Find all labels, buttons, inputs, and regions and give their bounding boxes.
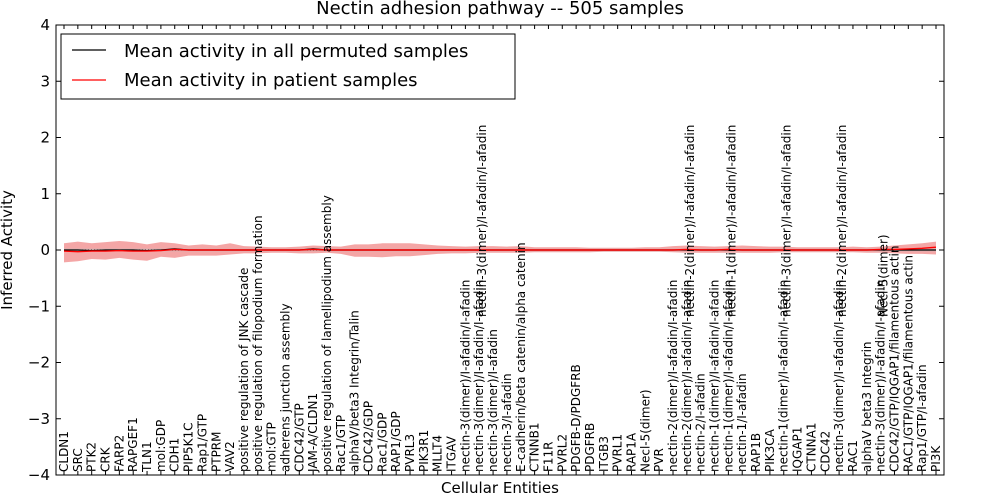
x-category-label: ITGB3: [597, 436, 611, 472]
x-category-label: CTNNA1: [804, 422, 818, 472]
y-axis-label: Inferred Activity: [0, 190, 16, 310]
x-category-label: CDC42/GTP: [292, 403, 306, 472]
x-category-label: nectin-3(dimer)/I-afadin/I-afadin: [472, 280, 486, 472]
x-category-label: F11R: [541, 441, 555, 472]
x-category-label: IQGAP1: [791, 427, 805, 472]
x-category-label: CDC42/GTP/IQGAP1/filamentous actin: [888, 246, 902, 472]
x-category-label: PDGFRB: [583, 423, 597, 472]
patient-range-band: [64, 241, 936, 263]
x-category-label: nectin-3(dimer)/I-afadin/I-afadin: [874, 280, 888, 472]
x-category-label: PVRL1: [611, 434, 625, 472]
x-category-label: PI3K: [929, 445, 943, 472]
x-category-label: RAC1/GTP/IQGAP1/filamentous actin: [901, 255, 915, 472]
x-category-label-secondary: nectin-2(dimer)/I-afadin/I-afadin: [835, 125, 849, 317]
y-tick-label: 4: [40, 16, 50, 34]
x-category-label: TLN1: [140, 441, 154, 473]
x-category-label: nectin-3(dimer)/I-afadin/I-afadin: [832, 280, 846, 472]
y-tick-label: 1: [40, 185, 50, 203]
x-category-label: alphaV beta3 Integrin: [860, 341, 874, 472]
x-category-label: nectin-1(dimer)/I-afadin/I-afadin: [721, 280, 735, 472]
plot-area: [63, 241, 937, 263]
x-category-label: RAP1/GDP: [389, 411, 403, 472]
x-category-label: Rac1/GDP: [375, 413, 389, 472]
y-tick-label: 3: [40, 72, 50, 90]
x-category-label: FARP2: [112, 435, 126, 472]
x-category-label: SRC: [71, 448, 85, 472]
series-line-patient: [63, 246, 937, 253]
y-tick-label: −3: [28, 410, 50, 428]
x-category-label: CDC42: [818, 431, 832, 472]
x-category-label: PIP5K1C: [182, 422, 196, 472]
x-category-label: PDGFB-D/PDGFRB: [569, 364, 583, 472]
x-category-label: PIK3CA: [763, 428, 777, 472]
x-category-label: CLDN1: [57, 431, 71, 472]
y-tick-label: −2: [28, 354, 50, 372]
legend-box: [60, 33, 516, 100]
x-category-label: nectin-1(dimer)/I-afadin/I-afadin: [708, 280, 722, 472]
x-category-label: PVRL3: [403, 434, 417, 472]
x-category-label-secondary: nectin-3(dimer)/I-afadin/I-afadin: [780, 125, 794, 317]
x-category-label: CRK: [99, 446, 113, 472]
x-category-label: CDH1: [168, 438, 182, 472]
x-category-label: mol:GDP: [154, 420, 168, 472]
x-category-label: positive regulation of JNK cascade: [237, 268, 251, 472]
x-category-label: Rac1/GTP: [334, 415, 348, 472]
legend: Mean activity in all permuted samples Me…: [60, 33, 516, 100]
x-category-label-secondary: nectin-2(dimer)/I-afadin/I-afadin: [683, 125, 697, 317]
y-tick-label: −1: [28, 297, 50, 315]
legend-label-patient: Mean activity in patient samples: [124, 70, 418, 91]
x-category-label: VAV2: [223, 441, 237, 472]
legend-label-permuted: Mean activity in all permuted samples: [124, 41, 468, 62]
x-category-label: nectin-2(dimer)/I-afadin/I-afadin: [666, 280, 680, 472]
x-category-label: RAPGEF1: [126, 417, 140, 472]
x-category-label: PIK3R1: [417, 430, 431, 472]
x-category-label: nectin-1(dimer)/I-afadin/I-afadin: [777, 280, 791, 472]
x-category-label: JAM-A/CLDN1: [306, 393, 320, 473]
chart-title: Nectin adhesion pathway -- 505 samples: [316, 0, 684, 19]
x-category-label: mol:GTP: [265, 422, 279, 472]
x-category-label: nectin-2/I-afadin: [694, 373, 708, 472]
x-category-label: Rap1/GTP/I-afadin: [915, 364, 929, 472]
x-category-label: Necl-5(dimer): [638, 389, 652, 472]
x-category-label: RAP1B: [749, 433, 763, 472]
x-category-label: PTK2: [85, 442, 99, 472]
y-tick-label: −4: [28, 466, 50, 484]
y-tick-label: 2: [40, 129, 50, 147]
x-category-label: PTPRM: [209, 432, 223, 473]
x-category-label: Rap1/GTP: [195, 414, 209, 472]
x-category-label-secondary: Necl-5(dimer): [877, 234, 891, 317]
x-category-label: ITGAV: [445, 435, 459, 472]
x-category-label: positive regulation of filopodium format…: [251, 215, 265, 472]
x-category-label: MLLT4: [431, 435, 445, 472]
x-category-label: nectin-1/I-afadin: [735, 373, 749, 472]
x-category-label: CTNNB1: [528, 422, 542, 472]
x-category-label: CDC42/GDP: [362, 401, 376, 472]
y-tick-label: 0: [40, 241, 50, 259]
x-category-label: nectin-2(dimer)/I-afadin/I-afadin: [680, 280, 694, 472]
x-category-label: RAC1: [846, 440, 860, 472]
x-category-label: PVRL2: [555, 434, 569, 472]
x-category-label: RAP1A: [625, 432, 639, 472]
x-category-label: nectin-3(dimer)/I-afadin: [486, 329, 500, 472]
x-category-label: alphaV/beta3 Integrin/Talin: [348, 310, 362, 472]
x-category-label: adherens junction assembly: [279, 303, 293, 472]
x-category-label: E-cadherin/beta catenin/alpha catenin: [514, 242, 528, 472]
x-category-label-secondary: nectin-1(dimer)/I-afadin/I-afadin: [724, 125, 738, 317]
x-category-label: PVR: [652, 448, 666, 472]
x-category-label: nectin-3(dimer)/I-afadin/I-afadin: [458, 280, 472, 472]
x-category-label-secondary: nectin-3(dimer)/I-afadin/I-afadin: [475, 125, 489, 317]
x-category-label: positive regulation of lamellipodium ass…: [320, 195, 334, 472]
x-axis-label: Cellular Entities: [441, 479, 559, 497]
x-category-label: nectin-3/I-afadin: [500, 373, 514, 472]
